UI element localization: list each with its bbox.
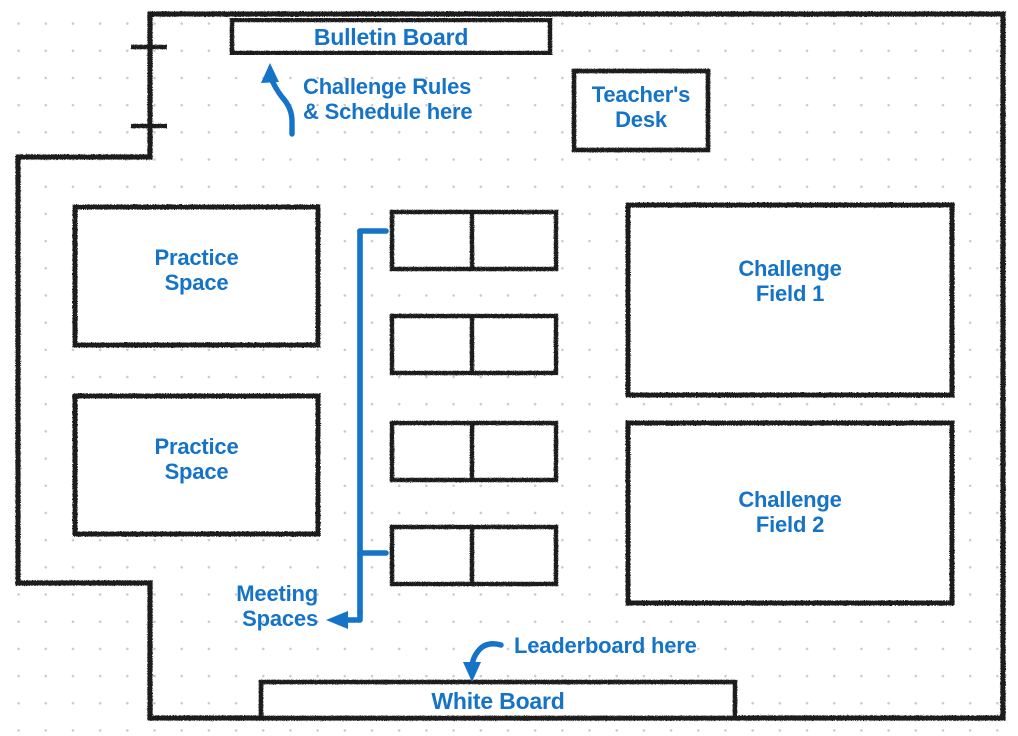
- teachers-desk-shape[interactable]: [571, 68, 711, 153]
- arrow-up-icon: [261, 63, 295, 137]
- door-opening-icon: [131, 44, 167, 129]
- room-outer-walls: [15, 11, 1006, 721]
- meeting-table-pair-4[interactable]: [389, 524, 559, 587]
- white-board-shape[interactable]: [258, 679, 738, 721]
- meeting-table-pair-1[interactable]: [389, 209, 559, 272]
- challenge-field-1-shape[interactable]: [625, 202, 955, 398]
- meeting-table-pair-2[interactable]: [389, 313, 559, 376]
- bulletin-board-shape[interactable]: [229, 17, 553, 56]
- arrow-down-icon: [463, 641, 504, 682]
- meeting-table-pair-3[interactable]: [389, 420, 559, 483]
- challenge-field-2-shape[interactable]: [625, 420, 955, 606]
- practice-space-2-shape[interactable]: [72, 393, 321, 537]
- practice-space-1-shape[interactable]: [72, 204, 321, 348]
- meeting-spaces-bracket: [326, 228, 389, 629]
